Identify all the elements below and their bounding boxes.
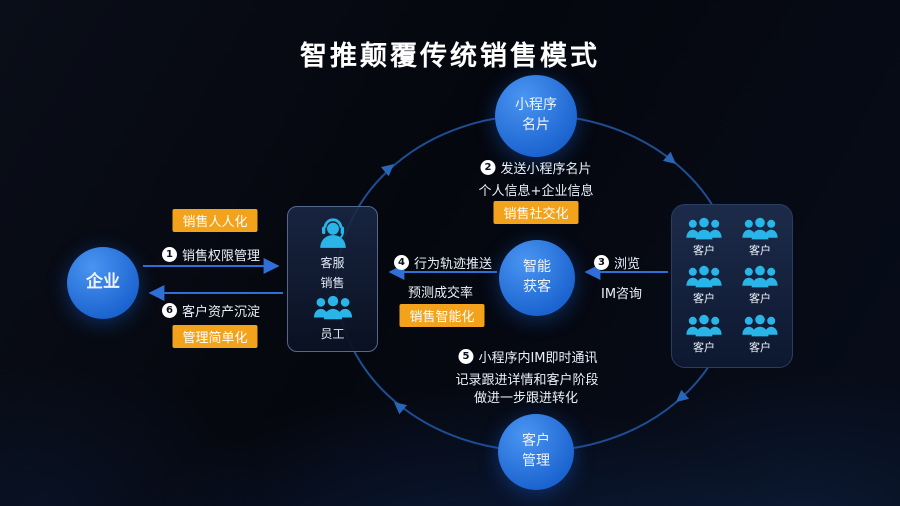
cycle-arrowheads (380, 151, 690, 415)
customer-service-icon (316, 216, 350, 250)
step4-sub-label: 预测成交率 (408, 286, 474, 301)
customer-cell: 客户 (676, 213, 732, 262)
step5-subtext: 记录跟进详情和客户阶段 (455, 369, 598, 388)
step2-sub-label: 个人信息+企业信息 (478, 184, 594, 199)
customer-cell: 客户 (732, 213, 788, 262)
page-title: 智推颠覆传统销售模式 (300, 41, 600, 72)
node-mini-program-card-label: 小程序 名片 (515, 97, 557, 133)
step2-text: 发送小程序名片 (500, 162, 592, 177)
step5-number: 5 (458, 349, 474, 364)
customer-label: 客户 (749, 243, 771, 257)
customer-group-icon (740, 314, 780, 338)
node-mini-program-card: 小程序 名片 (495, 75, 577, 157)
customer-cell: 客户 (732, 262, 788, 311)
role-label-sales: 销售 (320, 276, 345, 291)
staff-group-icon (312, 295, 354, 321)
step5-sub2-label: 做进一步跟进转化 (473, 391, 579, 406)
step3-label: 3 浏览 (594, 253, 640, 272)
node-customer-management: 客户 管理 (498, 414, 574, 490)
customer-group-icon (740, 265, 780, 289)
step5-sub-label: 记录跟进详情和客户阶段 (455, 373, 599, 388)
step4-text: 行为轨迹推送 (414, 257, 493, 272)
role-label-service: 客服 (320, 255, 345, 270)
badge-simple-management: 管理简单化 (172, 325, 258, 348)
customer-cell: 客户 (676, 310, 732, 359)
step6-text: 客户资产沉淀 (182, 305, 261, 320)
staff-panel: 客服 销售 员工 (287, 206, 378, 352)
customer-label: 客户 (749, 341, 771, 355)
customer-group-icon (684, 265, 724, 289)
step6-number: 6 (162, 303, 177, 318)
badge-social-selling: 销售社交化 (493, 201, 579, 224)
customer-group-icon (740, 217, 780, 241)
step4-label: 4 行为轨迹推送 (394, 253, 492, 272)
step3-number: 3 (594, 255, 609, 270)
node-enterprise-label: 企业 (86, 272, 120, 293)
node-customer-management-label: 客户 管理 (522, 433, 550, 469)
cycle-arrowhead-top-left (380, 164, 394, 177)
step1-label: 1 销售权限管理 (162, 245, 260, 264)
step3-text: 浏览 (614, 257, 641, 272)
customer-label: 客户 (749, 292, 771, 306)
step4-subtext: 预测成交率 (408, 282, 473, 301)
role-label-employee: 员工 (320, 327, 345, 342)
customers-panel: 客户 客户 客户 客户 客户 客户 (671, 204, 793, 368)
step5-text: 小程序内IM即时通讯 (478, 351, 598, 366)
node-smart-acquisition-label: 智能 获客 (523, 259, 551, 295)
step2-subtext: 个人信息+企业信息 (479, 180, 594, 199)
step5-label: 5 小程序内IM即时通讯 (458, 347, 598, 366)
step2-label: 2 发送小程序名片 (480, 158, 592, 177)
step1-number: 1 (162, 247, 177, 262)
customer-cell: 客户 (676, 262, 732, 311)
customer-label: 客户 (693, 341, 715, 355)
straight-arrows (143, 258, 668, 301)
step3-sub-label: IM咨询 (601, 287, 643, 302)
step6-label: 6 客户资产沉淀 (162, 301, 260, 320)
badge-smart-selling: 销售智能化 (399, 304, 485, 327)
step1-text: 销售权限管理 (182, 249, 261, 264)
badge-sales-for-everyone: 销售人人化 (172, 209, 258, 232)
cycle-arrowhead-bottom-right (676, 389, 690, 402)
step5-subtext2: 做进一步跟进转化 (474, 387, 578, 406)
cycle-arrowhead-top-right (662, 151, 676, 164)
customer-group-icon (684, 314, 724, 338)
customer-label: 客户 (693, 292, 715, 306)
customer-label: 客户 (693, 243, 715, 257)
node-smart-acquisition: 智能 获客 (499, 240, 575, 316)
customer-cell: 客户 (732, 310, 788, 359)
step2-number: 2 (480, 160, 496, 175)
step3-subtext: IM咨询 (601, 283, 642, 302)
node-enterprise: 企业 (67, 247, 139, 319)
cycle-arrowhead-bottom-left (394, 402, 408, 415)
step4-number: 4 (394, 255, 409, 270)
customer-group-icon (684, 217, 724, 241)
